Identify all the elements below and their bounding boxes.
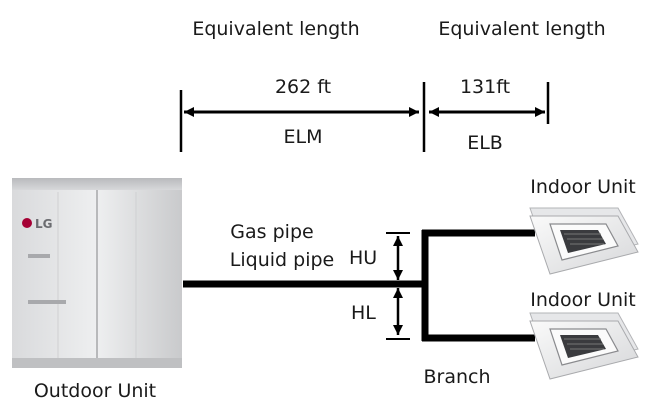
- height-upper-label: HU: [349, 247, 378, 269]
- dimension-elb: [429, 82, 550, 124]
- branch-label: Branch: [423, 366, 491, 388]
- indoor-unit-bottom-image: [529, 312, 639, 380]
- dimension-hu: [386, 232, 410, 280]
- lg-logo-icon: [22, 218, 32, 228]
- outdoor-unit-image: LG: [12, 178, 182, 368]
- elm-code: ELM: [283, 126, 323, 148]
- dimension-elm: [179, 82, 426, 152]
- liquid-pipe-label: Liquid pipe: [229, 249, 335, 271]
- indoor-unit-top-label: Indoor Unit: [530, 176, 636, 198]
- dimension-hl: [386, 283, 410, 340]
- gas-pipe-label: Gas pipe: [230, 221, 314, 243]
- indoor-unit-bottom-label: Indoor Unit: [530, 289, 636, 311]
- header-right-title: Equivalent length: [438, 18, 606, 40]
- elb-code: ELB: [467, 132, 503, 154]
- elm-value: 262 ft: [274, 76, 332, 98]
- outdoor-unit-label: Outdoor Unit: [33, 380, 157, 402]
- header-left-title: Equivalent length: [192, 18, 360, 40]
- indoor-unit-top-image: [529, 207, 639, 275]
- height-lower-label: HL: [351, 302, 376, 324]
- outdoor-brand: LG: [35, 217, 53, 231]
- refrigerant-piping: [183, 229, 535, 342]
- elb-value: 131ft: [459, 76, 511, 98]
